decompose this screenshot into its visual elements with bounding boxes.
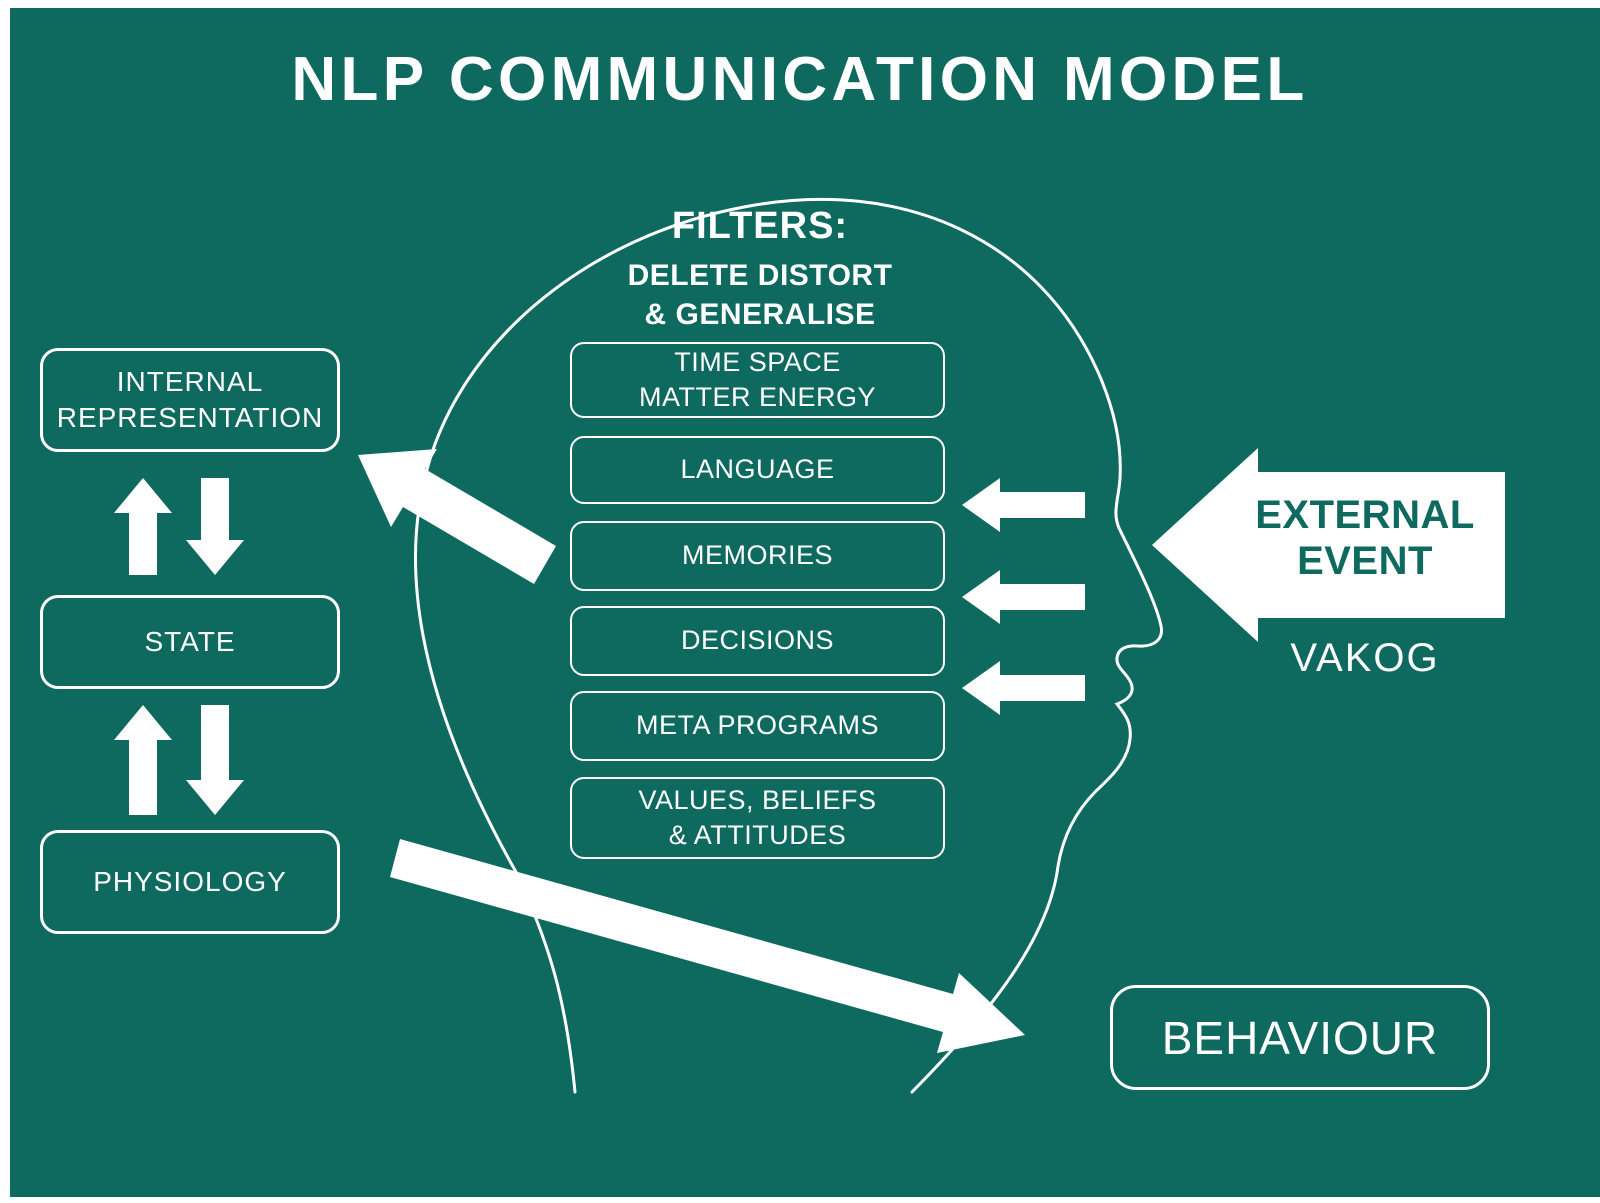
vakog-label: VAKOG <box>1290 636 1440 680</box>
filter-box-time-space-matter-energy: TIME SPACE MATTER ENERGY <box>570 342 945 418</box>
state-box: STATE <box>40 595 340 689</box>
filter-box-language: LANGUAGE <box>570 436 945 504</box>
filter-box-memories: MEMORIES <box>570 521 945 591</box>
filters-heading-line3: & GENERALISE <box>644 298 876 331</box>
external-event-label: EXTERNAL EVENT <box>1255 493 1475 583</box>
physiology-box: PHYSIOLOGY <box>40 830 340 934</box>
filters-heading-line1: FILTERS: <box>671 205 849 247</box>
filter-box-values-beliefs-attitudes: VALUES, BELIEFS & ATTITUDES <box>570 777 945 859</box>
filter-box-meta-programs: META PROGRAMS <box>570 691 945 761</box>
behaviour-box: BEHAVIOUR <box>1110 985 1490 1090</box>
filter-box-decisions: DECISIONS <box>570 606 945 676</box>
page-title: NLP COMMUNICATION MODEL <box>291 45 1309 114</box>
filters-heading-line2: DELETE DISTORT <box>627 259 893 292</box>
filters-heading: FILTERS: DELETE DISTORT & GENERALISE <box>520 205 1000 334</box>
internal-representation-box: INTERNAL REPRESENTATION <box>40 348 340 452</box>
